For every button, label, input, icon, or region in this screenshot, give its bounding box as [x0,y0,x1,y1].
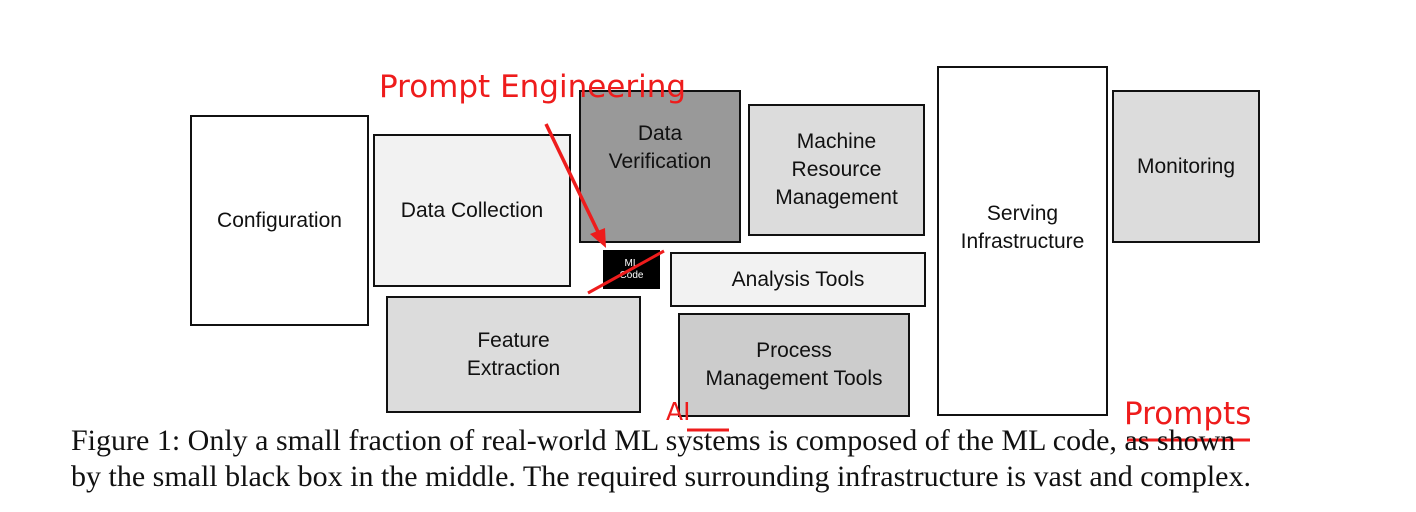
prompt-engineering-annotation: Prompt Engineering [379,69,687,105]
caption-middle: systems is composed of the [658,424,1002,457]
serving-infrastructure-box: Serving Infrastructure [937,66,1108,416]
feature-extraction-box: Feature Extraction [386,296,641,413]
caption-line-1: Figure 1: Only a small fraction of real-… [71,424,1235,458]
data-collection-label: Data Collection [400,198,544,222]
ml-code-label: ML Code [619,257,644,281]
configuration-box: Configuration [190,115,369,326]
caption-suffix: , as shown [1109,424,1236,457]
serving-infrastructure-label: Serving Infrastructure [960,201,1085,253]
process-management-tools-box: Process Management Tools [678,313,910,417]
caption-prefix: Figure 1: Only a small fraction of real-… [71,424,615,457]
ai-annotation: AI [666,397,691,426]
monitoring-label: Monitoring [1136,154,1236,178]
feature-extraction-label: Feature Extraction [466,328,561,380]
caption-line-2: by the small black box in the middle. Th… [71,460,1251,493]
prompts-annotation: Prompts [1124,396,1252,432]
process-management-tools-label: Process Management Tools [705,339,883,390]
monitoring-box: Monitoring [1112,90,1260,243]
data-collection-box: Data Collection [373,134,571,287]
machine-resource-management-box: Machine Resource Management [748,104,925,236]
data-verification-box: Data Verification [579,90,741,243]
machine-resource-management-label: Machine Resource Management [775,130,898,209]
prompt-engineering-arrowhead [590,228,606,248]
prompt-engineering-arrow-shaft [544,123,602,237]
analysis-tools-box: Analysis Tools [670,252,926,307]
caption-struck-ml: ML [614,424,659,457]
data-verification-label: Data Verification [608,121,712,173]
ml-code-box: ML Code [603,250,660,289]
analysis-tools-label: Analysis Tools [731,267,865,291]
ml-code-strike-line [587,249,665,295]
caption-struck-ml-code: ML code [1001,424,1110,457]
configuration-label: Configuration [217,208,342,232]
